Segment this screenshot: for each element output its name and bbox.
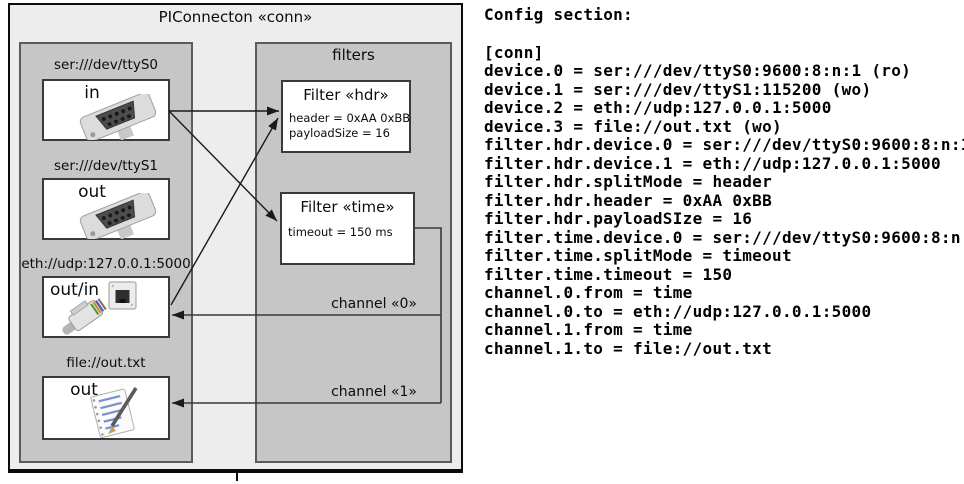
serial-connector-icon [79,94,157,140]
config-line: channel.0.from = time [484,283,693,302]
config-line: [conn] [484,42,544,62]
config-line: filter.hdr.payloadSIze = 16 [484,209,753,228]
config-line: filter.hdr.header = 0xAA 0xBB [484,190,773,210]
filter-time-attrs: timeout = 150 ms [288,225,409,240]
device-label-eth: eth://udp:127.0.0.1:5000 [21,256,191,272]
device-box-eth: out/in [42,276,170,338]
filter-time-title: Filter «time» [300,198,395,216]
ethernet-jack-icon [108,281,137,310]
device-label-ttys0: ser:///dev/ttyS0 [54,57,158,73]
diagram-title: PIConnecton «conn» [158,8,313,26]
config-line: filter.hdr.device.1 = eth://udp:127.0.0.… [484,153,941,173]
device-direction: in [84,83,100,103]
serial-connector-icon [79,193,157,239]
filter-hdr-attrs: header = 0xAA 0xBB payloadSize = 16 [289,111,411,141]
device-box-file: out [42,376,170,440]
bottom-tick-mark [236,473,238,481]
config-line: device.3 = file://out.txt (wo) [484,116,782,136]
device-box-ttys0: in [42,79,170,141]
filter-attr: header = 0xAA 0xBB [289,111,411,125]
config-line: channel.1.to = file://out.txt [484,338,773,358]
config-line: channel.1.from = time [484,320,693,339]
filter-hdr-title: Filter «hdr» [303,86,389,104]
config-line: filter.hdr.device.0 = ser:///dev/ttyS0:9… [484,135,964,154]
config-line: device.1 = ser:///dev/ttyS1:115200 (wo) [484,79,872,99]
config-line: channel.0.to = eth://udp:127.0.0.1:5000 [484,301,872,321]
config-line: device.0 = ser:///dev/ttyS0:9600:8:n:1 (… [484,61,912,80]
ethernet-plug-icon [62,298,107,335]
device-direction: out/in [50,280,100,300]
filter-attr: payloadSize = 16 [289,126,390,140]
device-label-ttys1: ser:///dev/ttyS1 [54,158,158,174]
device-label-file: file://out.txt [66,355,146,371]
device-direction: out [70,380,98,400]
device-direction: out [78,182,106,202]
filter-hdr-box: Filter «hdr» header = 0xAA 0xBB payloadS… [281,80,411,153]
channel-0-label: channel «0» [331,296,417,312]
device-box-ttys1: out [42,178,170,240]
filters-group-title: filters [332,46,375,64]
config-line: filter.time.device.0 = ser:///dev/ttyS0:… [484,227,964,247]
filter-attr: timeout = 150 ms [288,225,393,239]
config-line: filter.hdr.splitMode = header [484,172,773,191]
config-section: Config section: [conn] device.0 = ser://… [484,5,964,358]
config-line: device.2 = eth://udp:127.0.0.1:5000 [484,98,832,117]
channel-1-label: channel «1» [331,384,417,400]
notepad-icon [90,387,138,439]
config-line: filter.time.timeout = 150 [484,264,733,284]
config-line: filter.time.splitMode = timeout [484,246,792,265]
config-heading: Config section: [484,5,633,24]
filter-time-box: Filter «time» timeout = 150 ms [280,192,415,265]
